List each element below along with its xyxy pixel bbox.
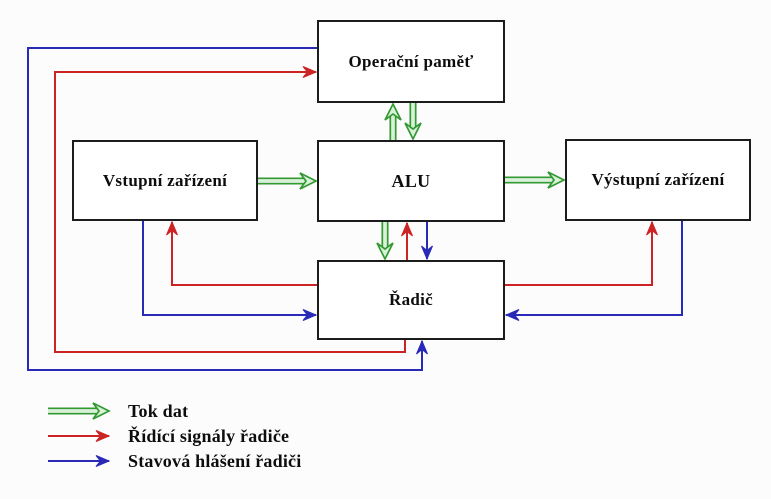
blue-arrow-icon [48, 455, 111, 467]
alu-box: ALU [317, 140, 505, 222]
operating-memory-box: Operační paměť [317, 20, 505, 103]
legend-item-data-flow: Tok dat [46, 401, 301, 421]
control-to-input [166, 220, 317, 286]
status-memory-to-controller [27, 47, 428, 371]
legend-item-control-signals: Řídící signály řadiče [46, 426, 301, 446]
input-device-label: Vstupní zařízení [102, 170, 228, 190]
control-to-alu [401, 221, 413, 260]
output-device-box: Výstupní zařízení [565, 139, 751, 221]
data-memory-to-alu [404, 103, 422, 141]
operating-memory-label: Operační paměť [348, 51, 474, 71]
legend-label-control-signals: Řídící signály řadiče [128, 425, 290, 446]
input-device-box: Vstupní zařízení [72, 140, 258, 221]
green-double-arrow-icon [48, 402, 111, 420]
red-arrow-icon [48, 430, 111, 442]
legend-label-data-flow: Tok dat [128, 400, 189, 421]
status-output-to-controller [504, 221, 683, 321]
data-alu-to-output [505, 171, 566, 189]
control-to-memory [54, 66, 406, 353]
alu-label: ALU [391, 170, 431, 191]
legend-status-reports-arrow [48, 455, 111, 467]
controller-box: Řadič [317, 260, 505, 340]
legend-item-status-reports: Stavová hlášení řadiči [46, 451, 301, 471]
legend: Tok dat Řídící signály řadiče Stavová hl… [46, 401, 301, 471]
control-to-output [505, 220, 658, 286]
output-device-label: Výstupní zařízení [591, 170, 725, 189]
data-alu-to-memory [384, 102, 402, 140]
data-input-to-alu [258, 172, 318, 190]
controller-label: Řadič [389, 290, 433, 309]
status-input-to-controller [142, 221, 318, 321]
status-alu-to-controller [421, 222, 433, 261]
legend-data-flow-arrow [48, 402, 111, 420]
legend-label-status-reports: Stavová hlášení řadiči [128, 450, 302, 471]
legend-control-signals-arrow [48, 430, 111, 442]
data-alu-to-controller [376, 222, 394, 261]
